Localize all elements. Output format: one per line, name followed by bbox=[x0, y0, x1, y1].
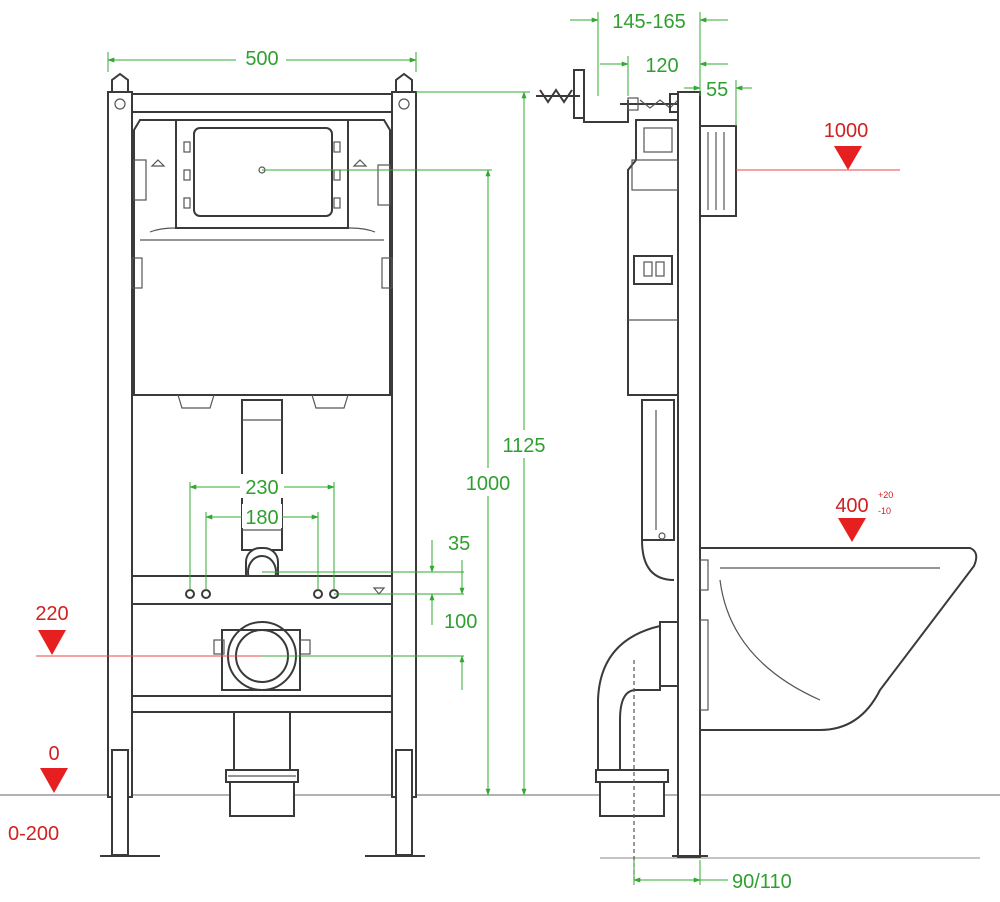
flush-plate-frame bbox=[175, 119, 349, 229]
drain-bend-side bbox=[597, 624, 661, 773]
level-pan: 400 bbox=[835, 495, 868, 517]
front-view bbox=[100, 72, 425, 857]
bottom-rail bbox=[131, 695, 393, 713]
level-triangle-icon bbox=[40, 768, 68, 793]
level-markers: 1000 400 +20 -10 220 0 0-200 bbox=[8, 120, 900, 845]
wc-bowl-side bbox=[699, 547, 978, 731]
mid-rail bbox=[131, 575, 393, 605]
dimensions: 500 1000 1125 230 180 35 100 bbox=[107, 11, 792, 893]
right-top-screw-icon bbox=[398, 98, 410, 110]
side-view bbox=[536, 69, 978, 880]
drain-pipe bbox=[233, 711, 291, 773]
dim-bolt-outer: 230 bbox=[245, 477, 278, 499]
level-triangle-icon bbox=[38, 630, 66, 655]
level-flush: 1000 bbox=[824, 120, 869, 142]
left-post bbox=[107, 91, 133, 798]
left-foot bbox=[111, 749, 129, 856]
side-label-icon bbox=[633, 255, 673, 285]
dim-bracket-depth: 120 bbox=[645, 55, 678, 77]
dim-flush-height: 1000 bbox=[466, 473, 511, 495]
dim-bolt-inner: 180 bbox=[245, 507, 278, 529]
wall-bracket bbox=[536, 69, 680, 123]
dim-bolt-large: 100 bbox=[444, 611, 477, 633]
dim-pipe-diameter: 90/110 bbox=[732, 871, 792, 893]
right-post bbox=[391, 91, 417, 798]
dim-frame-height: 1125 bbox=[502, 435, 545, 457]
level-triangle-icon bbox=[838, 518, 866, 542]
dim-frame-width: 500 bbox=[245, 48, 278, 70]
dim-wall-depth: 145-165 bbox=[612, 11, 685, 33]
left-top-screw-icon bbox=[114, 98, 126, 110]
level-drain: 220 bbox=[35, 603, 68, 625]
cistern-side bbox=[627, 119, 679, 396]
flush-plate-side bbox=[699, 125, 737, 217]
level-leg-adjust: 0-200 bbox=[8, 823, 59, 845]
dim-bolt-small: 35 bbox=[448, 533, 470, 555]
right-foot bbox=[395, 749, 413, 856]
top-rail bbox=[131, 93, 393, 113]
level-pan-tol-plus: +20 bbox=[878, 490, 893, 500]
level-floor: 0 bbox=[48, 743, 59, 765]
level-triangle-icon bbox=[834, 146, 862, 170]
level-pan-tol-minus: -10 bbox=[878, 506, 891, 516]
flush-plate bbox=[193, 127, 333, 217]
dim-plate-depth: 55 bbox=[706, 79, 728, 101]
side-post bbox=[677, 91, 701, 858]
